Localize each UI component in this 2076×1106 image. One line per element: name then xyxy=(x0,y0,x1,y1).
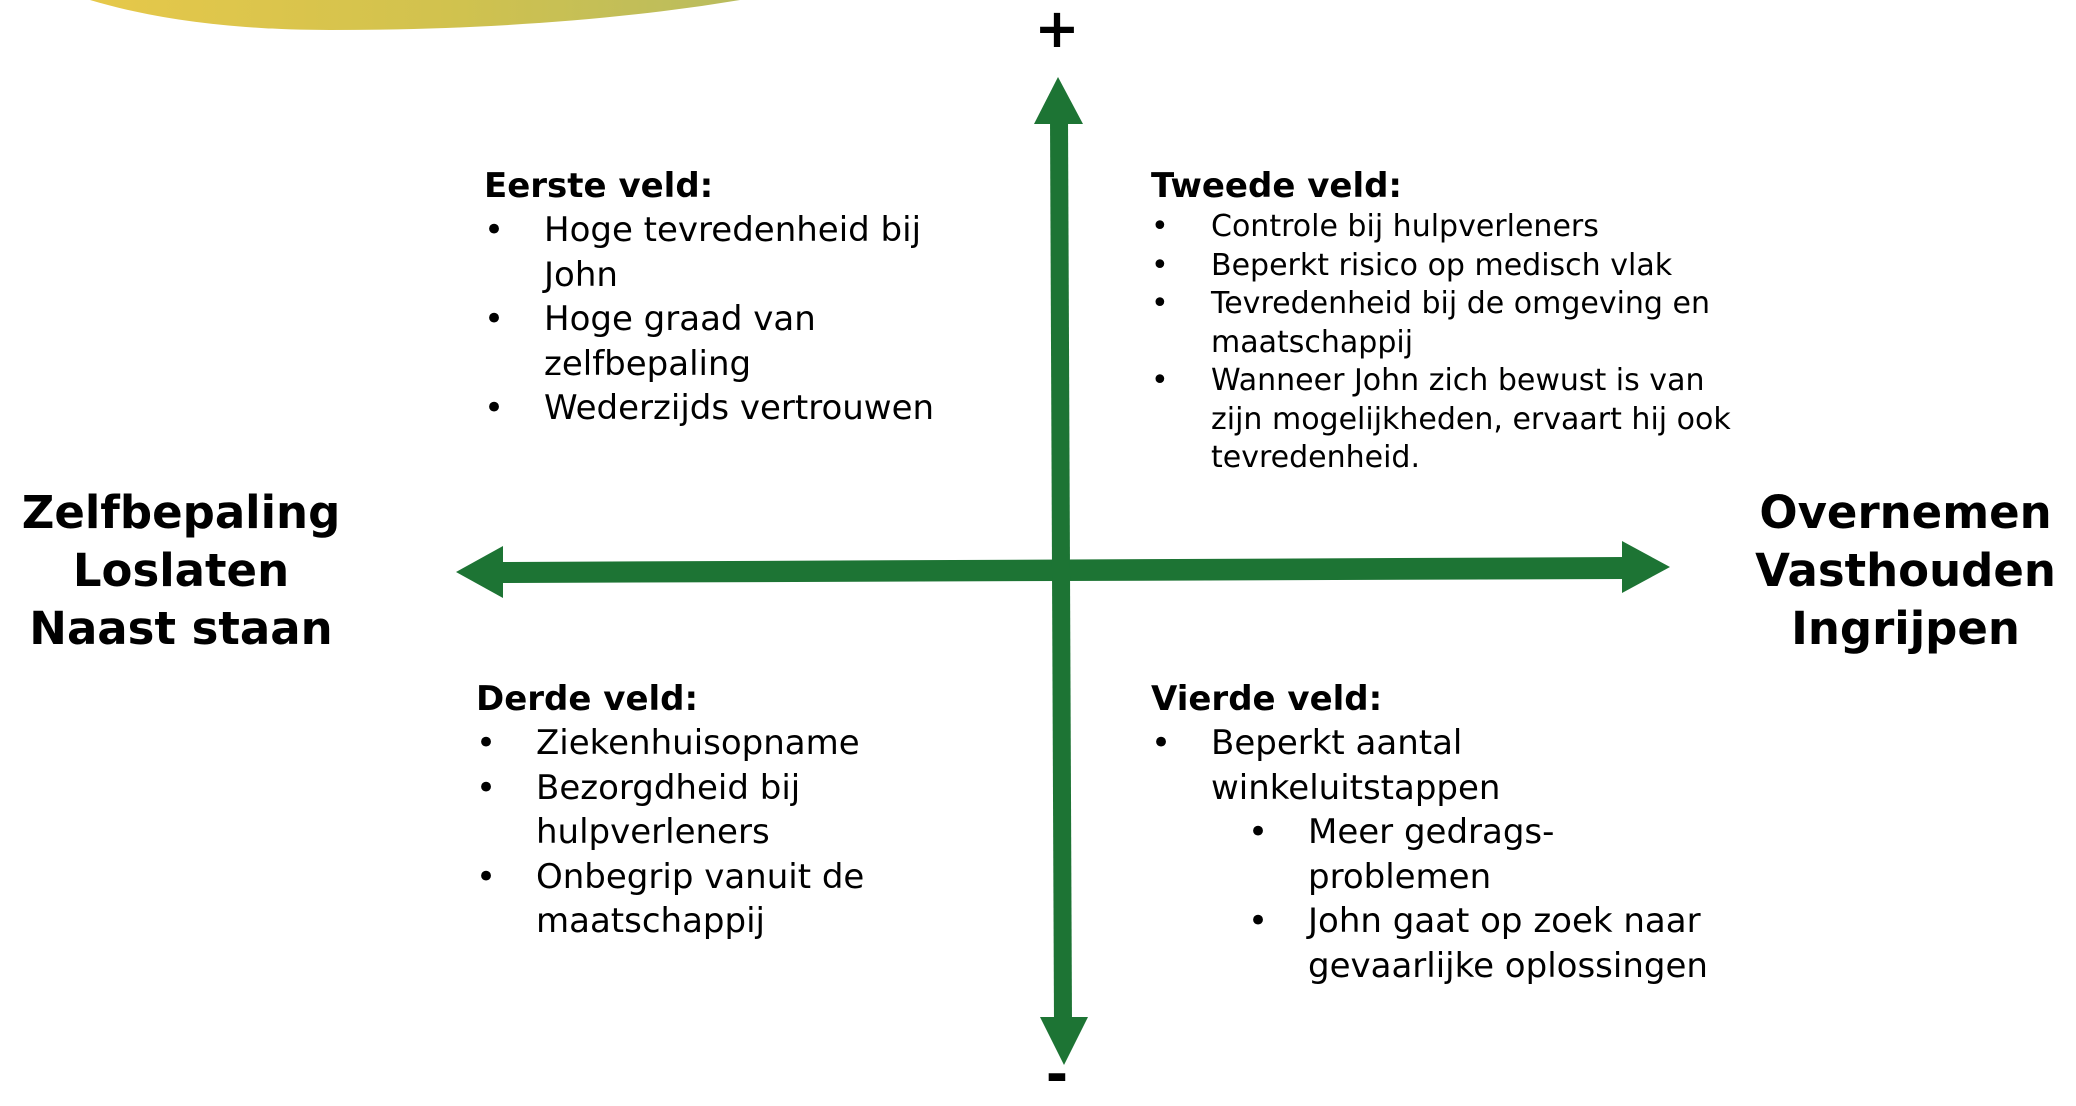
list-item-text: Hoge graad van zelfbepaling xyxy=(544,299,816,384)
right-axis-label: Overnemen Vasthouden Ingrijpen xyxy=(1735,484,2076,658)
sublist-item: • Meer gedrags-problemen xyxy=(1248,810,1711,899)
right-axis-label-line: Overnemen xyxy=(1759,486,2052,539)
bottom-arrowhead xyxy=(1040,1017,1088,1065)
bullet-icon: • xyxy=(1151,286,1169,321)
list-item-text: Meer gedrags-problemen xyxy=(1308,812,1555,897)
list-item: • Onbegrip vanuit de maatschappij xyxy=(476,855,936,944)
bullet-icon: • xyxy=(1151,209,1169,244)
list-item-text: Hoge tevredenheid bij John xyxy=(544,210,922,295)
bullet-icon: • xyxy=(484,299,505,339)
list-item: • Tevredenheid bij de omgeving en maatsch… xyxy=(1151,285,1751,362)
list-item-text: Onbegrip vanuit de maatschappij xyxy=(536,856,865,942)
quadrant-first: Eerste veld: • Hoge tevredenheid bij John… xyxy=(484,164,944,431)
bullet-icon: • xyxy=(484,388,505,428)
bullet-icon: • xyxy=(476,767,497,808)
list-item-text: Ziekenhuisopname xyxy=(536,723,860,763)
bullet-icon: • xyxy=(476,856,497,897)
quadrant-title: Vierde veld: xyxy=(1151,679,1383,719)
left-arrowhead xyxy=(456,546,503,598)
list-item: • Beperkt aantal winkeluitstappen xyxy=(1151,721,1711,810)
list-item: • Hoge tevredenheid bij John xyxy=(484,208,944,297)
axis-minus-sign: - xyxy=(1045,1043,1069,1106)
bullet-icon: • xyxy=(484,210,505,250)
left-axis-label-line: Zelfbepaling xyxy=(21,486,341,539)
left-axis-label-line: Loslaten xyxy=(72,544,290,597)
quadrant-list: • Ziekenhuisopname • Bezorgdheid bij hulpv… xyxy=(476,721,936,944)
list-item: • Wanneer John zich bewust is van zijn mo… xyxy=(1151,362,1751,478)
list-item-text: Beperkt aantal winkeluitstappen xyxy=(1211,723,1501,808)
quadrant-title: Tweede veld: xyxy=(1151,166,1403,206)
list-item-text: Controle bij hulpverleners xyxy=(1211,209,1599,244)
bullet-icon: • xyxy=(476,723,497,763)
list-item-text: Bezorgdheid bij hulpverleners xyxy=(536,767,801,853)
quadrant-third: Derde veld: • Ziekenhuisopname • Bezorgdhe… xyxy=(476,677,936,944)
list-item: • Beperkt risico op medisch vlak xyxy=(1151,247,1751,286)
list-item-text: John gaat op zoek naar gevaarlijke oplos… xyxy=(1308,901,1708,986)
quadrant-fourth: Vierde veld: •Beperkt aantal winkeluitst… xyxy=(1151,677,1711,988)
bullet-icon: • xyxy=(1151,247,1169,283)
vertical-axis-line xyxy=(1050,118,1072,1024)
quadrant-title: Derde veld: xyxy=(476,679,699,719)
quadrant-list: • Hoge tevredenheid bij John • Hoge graad … xyxy=(484,208,944,431)
top-arrowhead xyxy=(1034,77,1083,124)
list-item-text: Wanneer John zich bewust is van zijn mog… xyxy=(1211,363,1731,475)
list-item: • Hoge graad van zelfbepaling xyxy=(484,297,944,386)
bullet-icon: • xyxy=(1248,812,1269,852)
quadrant-sublist: • Meer gedrags-problemen • John gaat op zo… xyxy=(1248,810,1711,988)
left-axis-label: Zelfbepaling Loslaten Naast staan xyxy=(0,484,362,658)
right-axis-label-line: Ingrijpen xyxy=(1791,602,2020,655)
axis-plus-sign: + xyxy=(1034,0,1080,60)
right-axis-label-line: Vasthouden xyxy=(1755,544,2056,597)
list-item: • Bezorgdheid bij hulpverleners xyxy=(476,766,936,855)
list-item: • Wederzijds vertrouwen xyxy=(484,386,944,431)
right-arrowhead xyxy=(1622,541,1670,593)
quadrant-list: • Controle bij hulpverleners • Beperkt ris… xyxy=(1151,208,1751,478)
decorative-banner xyxy=(90,0,740,30)
bullet-icon: • xyxy=(1151,723,1172,763)
sublist-item: • John gaat op zoek naar gevaarlijke oplo… xyxy=(1248,899,1711,988)
list-item-text: Tevredenheid bij de omgeving en maatscha… xyxy=(1211,286,1710,360)
list-item: • Ziekenhuisopname xyxy=(476,721,936,766)
quadrant-list: • Beperkt aantal winkeluitstappen xyxy=(1151,721,1711,810)
quadrant-second: Tweede veld: • Controle bij hulpverleners… xyxy=(1151,164,1751,478)
quadrant-title: Eerste veld: xyxy=(484,166,714,206)
list-item-text: Beperkt risico op medisch vlak xyxy=(1211,247,1673,283)
list-item: • Controle bij hulpverleners xyxy=(1151,208,1751,247)
bullet-icon: • xyxy=(1248,901,1269,941)
list-item-text: Wederzijds vertrouwen xyxy=(544,388,935,428)
left-axis-label-line: Naast staan xyxy=(29,602,333,655)
bullet-icon: • xyxy=(1151,363,1169,398)
